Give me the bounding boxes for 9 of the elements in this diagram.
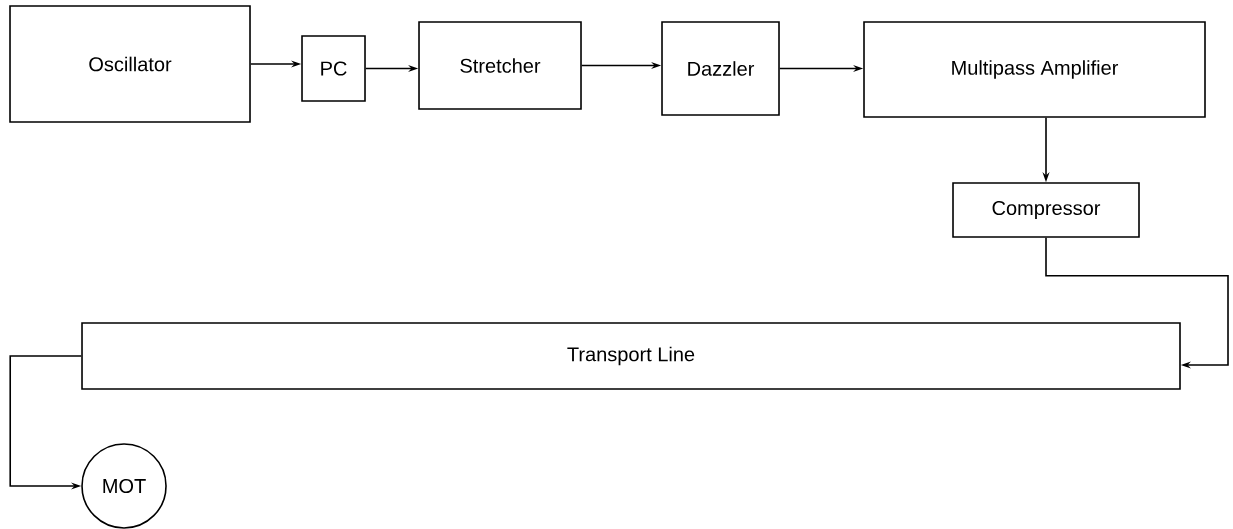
circle-node: MOT <box>81 443 167 529</box>
process-box: Compressor <box>952 182 1140 238</box>
process-box: Multipass Amplifier <box>863 21 1206 118</box>
process-box: Oscillator <box>9 5 251 123</box>
process-box: PC <box>301 35 366 102</box>
process-box: Stretcher <box>418 21 582 110</box>
arrow <box>1045 237 1229 369</box>
process-box: Transport Line <box>81 322 1181 390</box>
process-box: Dazzler <box>661 21 780 116</box>
